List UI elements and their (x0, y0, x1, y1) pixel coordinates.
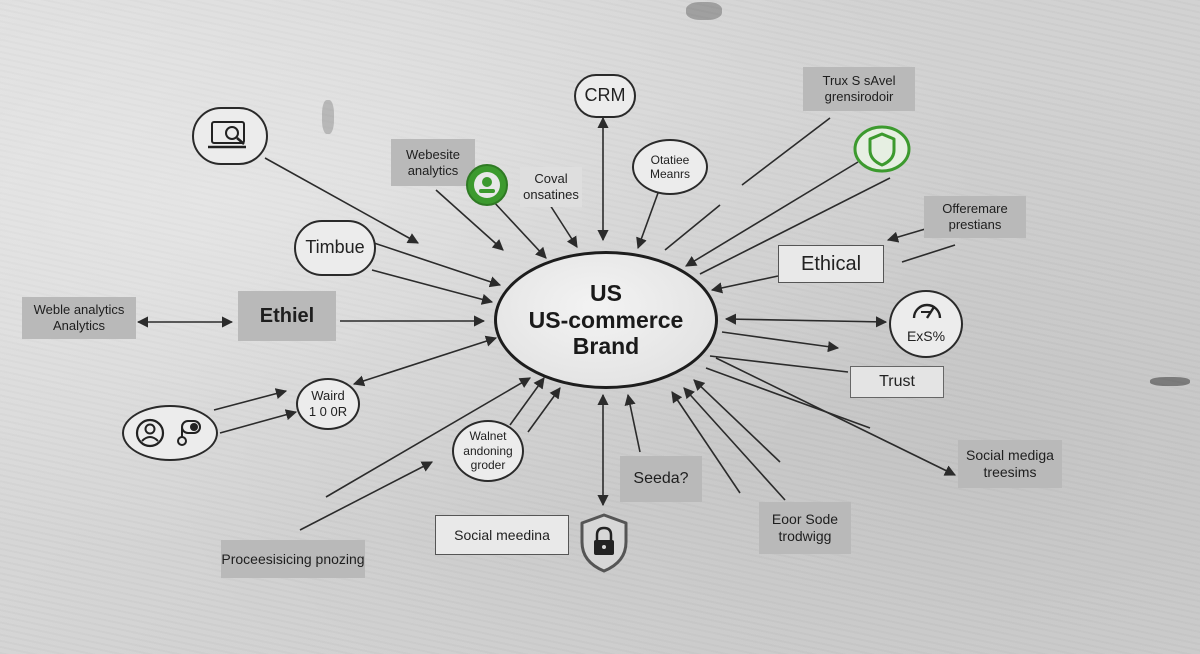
edge-shield-2 (699, 177, 891, 275)
offer-label-1: Offeremare (942, 201, 1008, 217)
user-toggle-icon (135, 418, 201, 448)
edge-walnet-2 (527, 387, 561, 433)
crm-node[interactable]: CRM (574, 74, 636, 118)
waird-node[interactable]: Waird 1 0 0R (296, 378, 360, 430)
edge-fan-1 (671, 391, 741, 494)
ethical-node[interactable]: Ethical (778, 245, 884, 283)
analytics-badge-icon (466, 164, 508, 206)
lock-shield-icon (580, 513, 628, 573)
eoor-node[interactable]: Eoor Sode trodwigg (759, 502, 851, 554)
seeda-label: Seeda? (633, 470, 689, 488)
waird-label-1: Waird (311, 388, 345, 404)
trux-node[interactable]: Trux S sAvel grensirodoir (803, 67, 915, 111)
edge-walnet (509, 377, 545, 426)
edge-user-bottom (219, 409, 298, 434)
website-analytics-node[interactable]: Webesite analytics (391, 139, 475, 186)
social-media-right-node[interactable]: Social mediga treesims (958, 440, 1062, 488)
otatiee-label-1: Otatiee (650, 152, 690, 167)
texture-speck (1150, 377, 1190, 386)
social-media-bottom-node[interactable]: Social meedina (435, 515, 569, 555)
exs-node[interactable]: ExS% (889, 290, 963, 358)
coval-label-2: onsatines (523, 187, 579, 202)
gauge-icon (912, 303, 942, 319)
edge-left-long (325, 377, 531, 498)
trux-label-2: grensirodoir (824, 89, 894, 104)
weble-label-1: Weble analytics (33, 302, 125, 318)
eoor-label-2: trodwigg (778, 528, 832, 544)
offer-node[interactable]: Offeremare prestians (924, 196, 1026, 238)
central-brand-node[interactable]: US US-commerce Brand (494, 251, 718, 389)
edge-seeda (624, 393, 641, 453)
hub-brand: Brand (572, 333, 640, 360)
trust-label: Trust (879, 373, 915, 391)
weble-label-2: Analytics (52, 318, 106, 333)
edge-trust (709, 355, 849, 373)
edge-offer-2 (901, 244, 956, 263)
otatiee-node[interactable]: Otatiee Meanrs (632, 139, 708, 195)
edge-analytics-badge (491, 199, 547, 259)
edge-laptop (264, 157, 419, 244)
edge-user-top (213, 388, 288, 411)
social-media-right-label-2: treesims (983, 464, 1037, 480)
website-analytics-label-2: analytics (407, 162, 459, 178)
processing-label: Proceesisicing pnozing (221, 550, 365, 567)
hub-subtitle: US-commerce (528, 306, 684, 333)
edge-shield (685, 161, 859, 267)
edge-timbue (373, 242, 502, 288)
walnet-label-3: groder (470, 458, 506, 473)
lock-shield-node[interactable] (578, 512, 630, 574)
exs-label: ExS% (906, 327, 946, 344)
seeda-node[interactable]: Seeda? (620, 456, 702, 502)
edge-fan-3 (705, 367, 871, 429)
edge-coval (549, 204, 578, 248)
social-media-bottom-label: Social meedina (454, 526, 550, 543)
shield-check-icon (853, 125, 911, 173)
user-toggle-node[interactable] (122, 405, 218, 461)
coval-node[interactable]: Coval onsatines (520, 167, 582, 207)
trust-node[interactable]: Trust (850, 366, 944, 398)
edge-eoor (683, 387, 786, 501)
edge-waird (352, 335, 498, 387)
texture-speck (686, 2, 722, 20)
edge-exs-2 (721, 331, 840, 353)
coval-label-1: Coval (534, 171, 568, 187)
timbue-label: Timbue (305, 237, 365, 258)
ethiel-label: Ethiel (259, 305, 315, 327)
ethical-label: Ethical (800, 253, 862, 275)
hub-title: US (590, 280, 622, 307)
timbue-node[interactable]: Timbue (294, 220, 376, 276)
crm-label: CRM (584, 85, 626, 106)
trux-label-1: Trux S sAvel (822, 73, 896, 89)
ethiel-node[interactable]: Ethiel (238, 291, 336, 341)
edge-timbue-2 (371, 269, 494, 305)
laptop-search-icon (208, 121, 246, 149)
edge-otatiee (636, 192, 659, 250)
edge-trux-extend (664, 204, 721, 251)
website-analytics-label-1: Webesite (406, 146, 460, 162)
edge-processing (299, 461, 433, 531)
waird-label-2: 1 0 0R (308, 404, 348, 419)
processing-node[interactable]: Proceesisicing pnozing (221, 540, 365, 578)
edge-exs (724, 313, 888, 328)
walnet-label-1: Walnet (469, 429, 507, 444)
edge-website-analytics (435, 189, 504, 251)
social-media-right-label-1: Social mediga (966, 447, 1054, 464)
offer-label-2: prestians (948, 217, 1002, 232)
edge-trux (741, 117, 831, 186)
laptop-node[interactable] (192, 107, 268, 165)
texture-speck (322, 100, 334, 134)
edge-social-right (715, 357, 957, 476)
walnet-node[interactable]: Walnet andoning groder (452, 420, 524, 482)
walnet-label-2: andoning (463, 443, 513, 458)
edge-fan-2 (693, 379, 781, 463)
eoor-label-1: Eoor Sode (771, 511, 839, 528)
edge-ethical (710, 275, 779, 294)
shield-node[interactable] (852, 124, 912, 174)
weble-analytics-node[interactable]: Weble analytics Analytics (22, 297, 136, 339)
otatiee-label-2: Meanrs (649, 167, 690, 181)
analytics-badge-node[interactable] (465, 163, 509, 207)
